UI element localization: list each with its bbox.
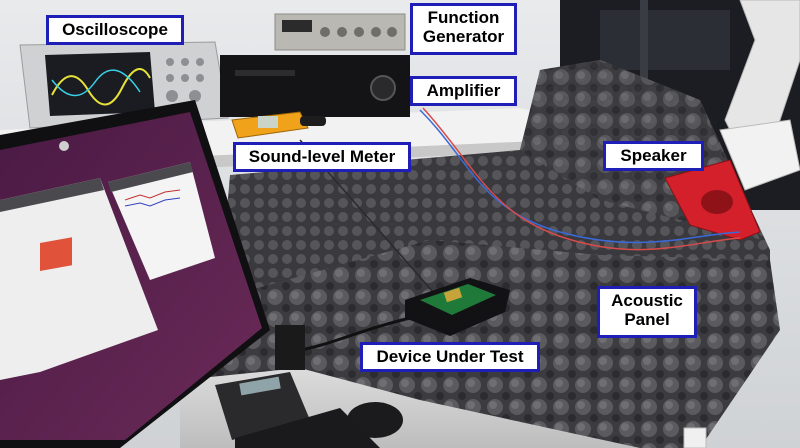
speaker-label: Speaker <box>603 141 704 171</box>
window-reflection <box>600 10 730 70</box>
wall-outlet <box>683 427 707 448</box>
keyboard <box>235 408 380 448</box>
sound-level-meter-device <box>231 111 326 139</box>
power-adapter <box>275 325 305 370</box>
speaker-device <box>664 0 800 241</box>
oscilloscope-label: Oscilloscope <box>46 15 184 45</box>
acoustic-panel-label-line1: Acoustic <box>611 291 683 310</box>
function-generator-label-line1: Function <box>427 8 500 27</box>
amplifier-label: Amplifier <box>410 76 517 106</box>
device-under-test-board <box>299 278 510 352</box>
desk-phone <box>215 372 310 440</box>
monitor-device <box>0 100 270 448</box>
acoustic-panel-label-line2: Panel <box>624 310 670 329</box>
oscilloscope-label-text: Oscilloscope <box>62 20 168 39</box>
device-under-test-label: Device Under Test <box>360 342 540 372</box>
function-generator-label-line2: Generator <box>422 27 505 46</box>
amplifier-label-text: Amplifier <box>426 81 501 100</box>
acoustic-panel-label: Acoustic Panel <box>597 286 697 338</box>
sound-level-meter-label: Sound-level Meter <box>233 142 411 172</box>
speaker-label-text: Speaker <box>620 146 687 165</box>
sound-level-meter-label-text: Sound-level Meter <box>248 147 396 166</box>
function-generator-device <box>274 13 406 51</box>
amplifier-device <box>220 55 410 117</box>
device-under-test-label-text: Device Under Test <box>376 347 524 366</box>
function-generator-label: Function Generator <box>410 3 517 55</box>
